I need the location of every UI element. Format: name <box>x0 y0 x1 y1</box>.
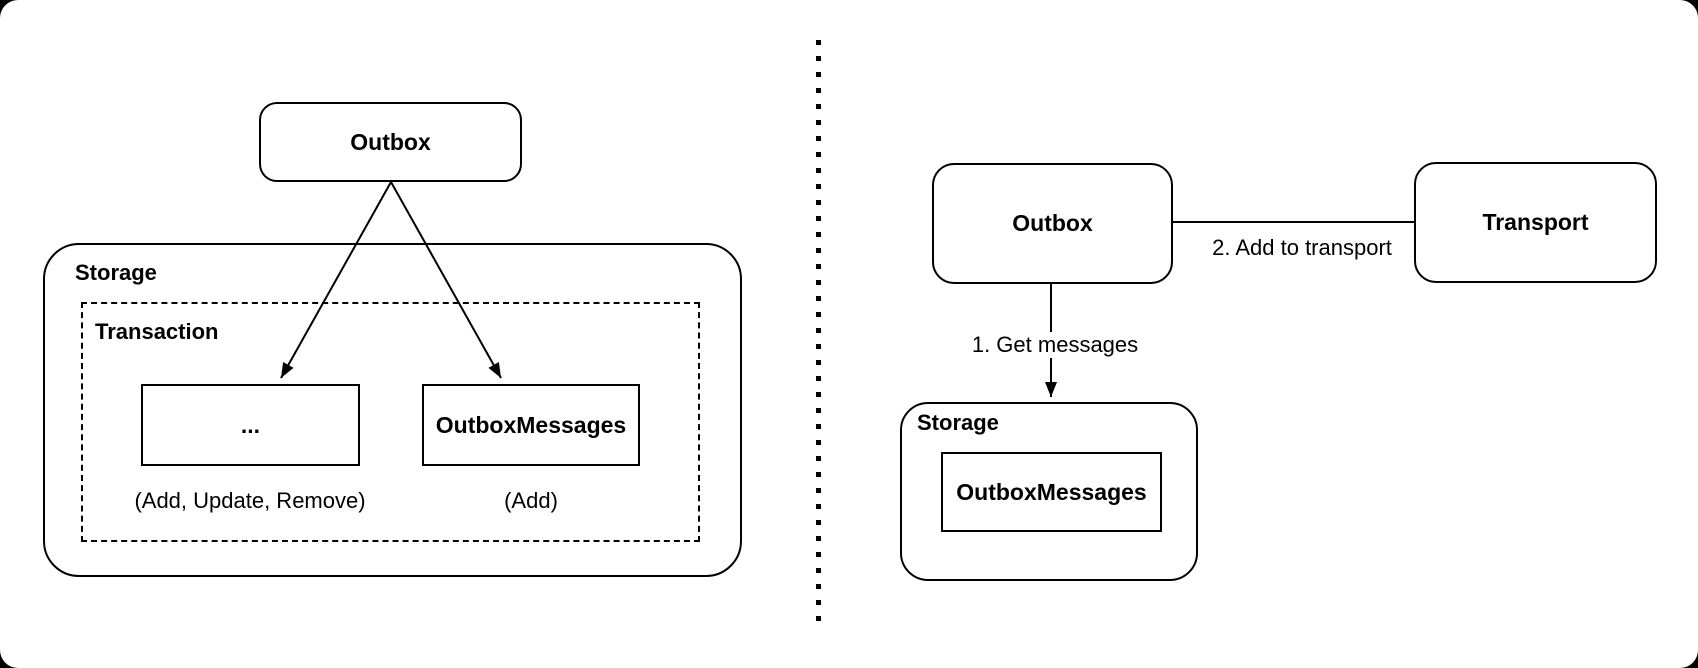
transaction-label: Transaction <box>95 319 219 344</box>
outbox-messages-operations-caption: (Add) <box>504 488 558 513</box>
right-storage-label: Storage <box>917 410 999 435</box>
right-outbox-node: Outbox <box>932 163 1173 284</box>
panel-separator-dotted-line <box>816 40 821 626</box>
left-outbox-messages-table-box: OutboxMessages <box>422 384 640 466</box>
ellipsis-operations-caption: (Add, Update, Remove) <box>134 488 366 513</box>
ellipsis-table-label: ... <box>240 411 261 438</box>
left-outbox-node: Outbox <box>259 102 522 182</box>
ellipsis-table-box: ... <box>141 384 360 466</box>
transport-label: Transport <box>1482 209 1589 235</box>
right-outbox-messages-table-box: OutboxMessages <box>941 452 1162 532</box>
get-messages-edge-label: 1. Get messages <box>967 332 1143 358</box>
left-outbox-label: Outbox <box>350 128 431 155</box>
right-outbox-messages-table-label: OutboxMessages <box>956 478 1147 505</box>
right-outbox-label: Outbox <box>1012 210 1093 236</box>
transport-node: Transport <box>1414 162 1657 283</box>
add-to-transport-edge-label: 2. Add to transport <box>1208 235 1396 261</box>
left-storage-label: Storage <box>75 260 157 285</box>
left-outbox-messages-table-label: OutboxMessages <box>435 411 627 438</box>
